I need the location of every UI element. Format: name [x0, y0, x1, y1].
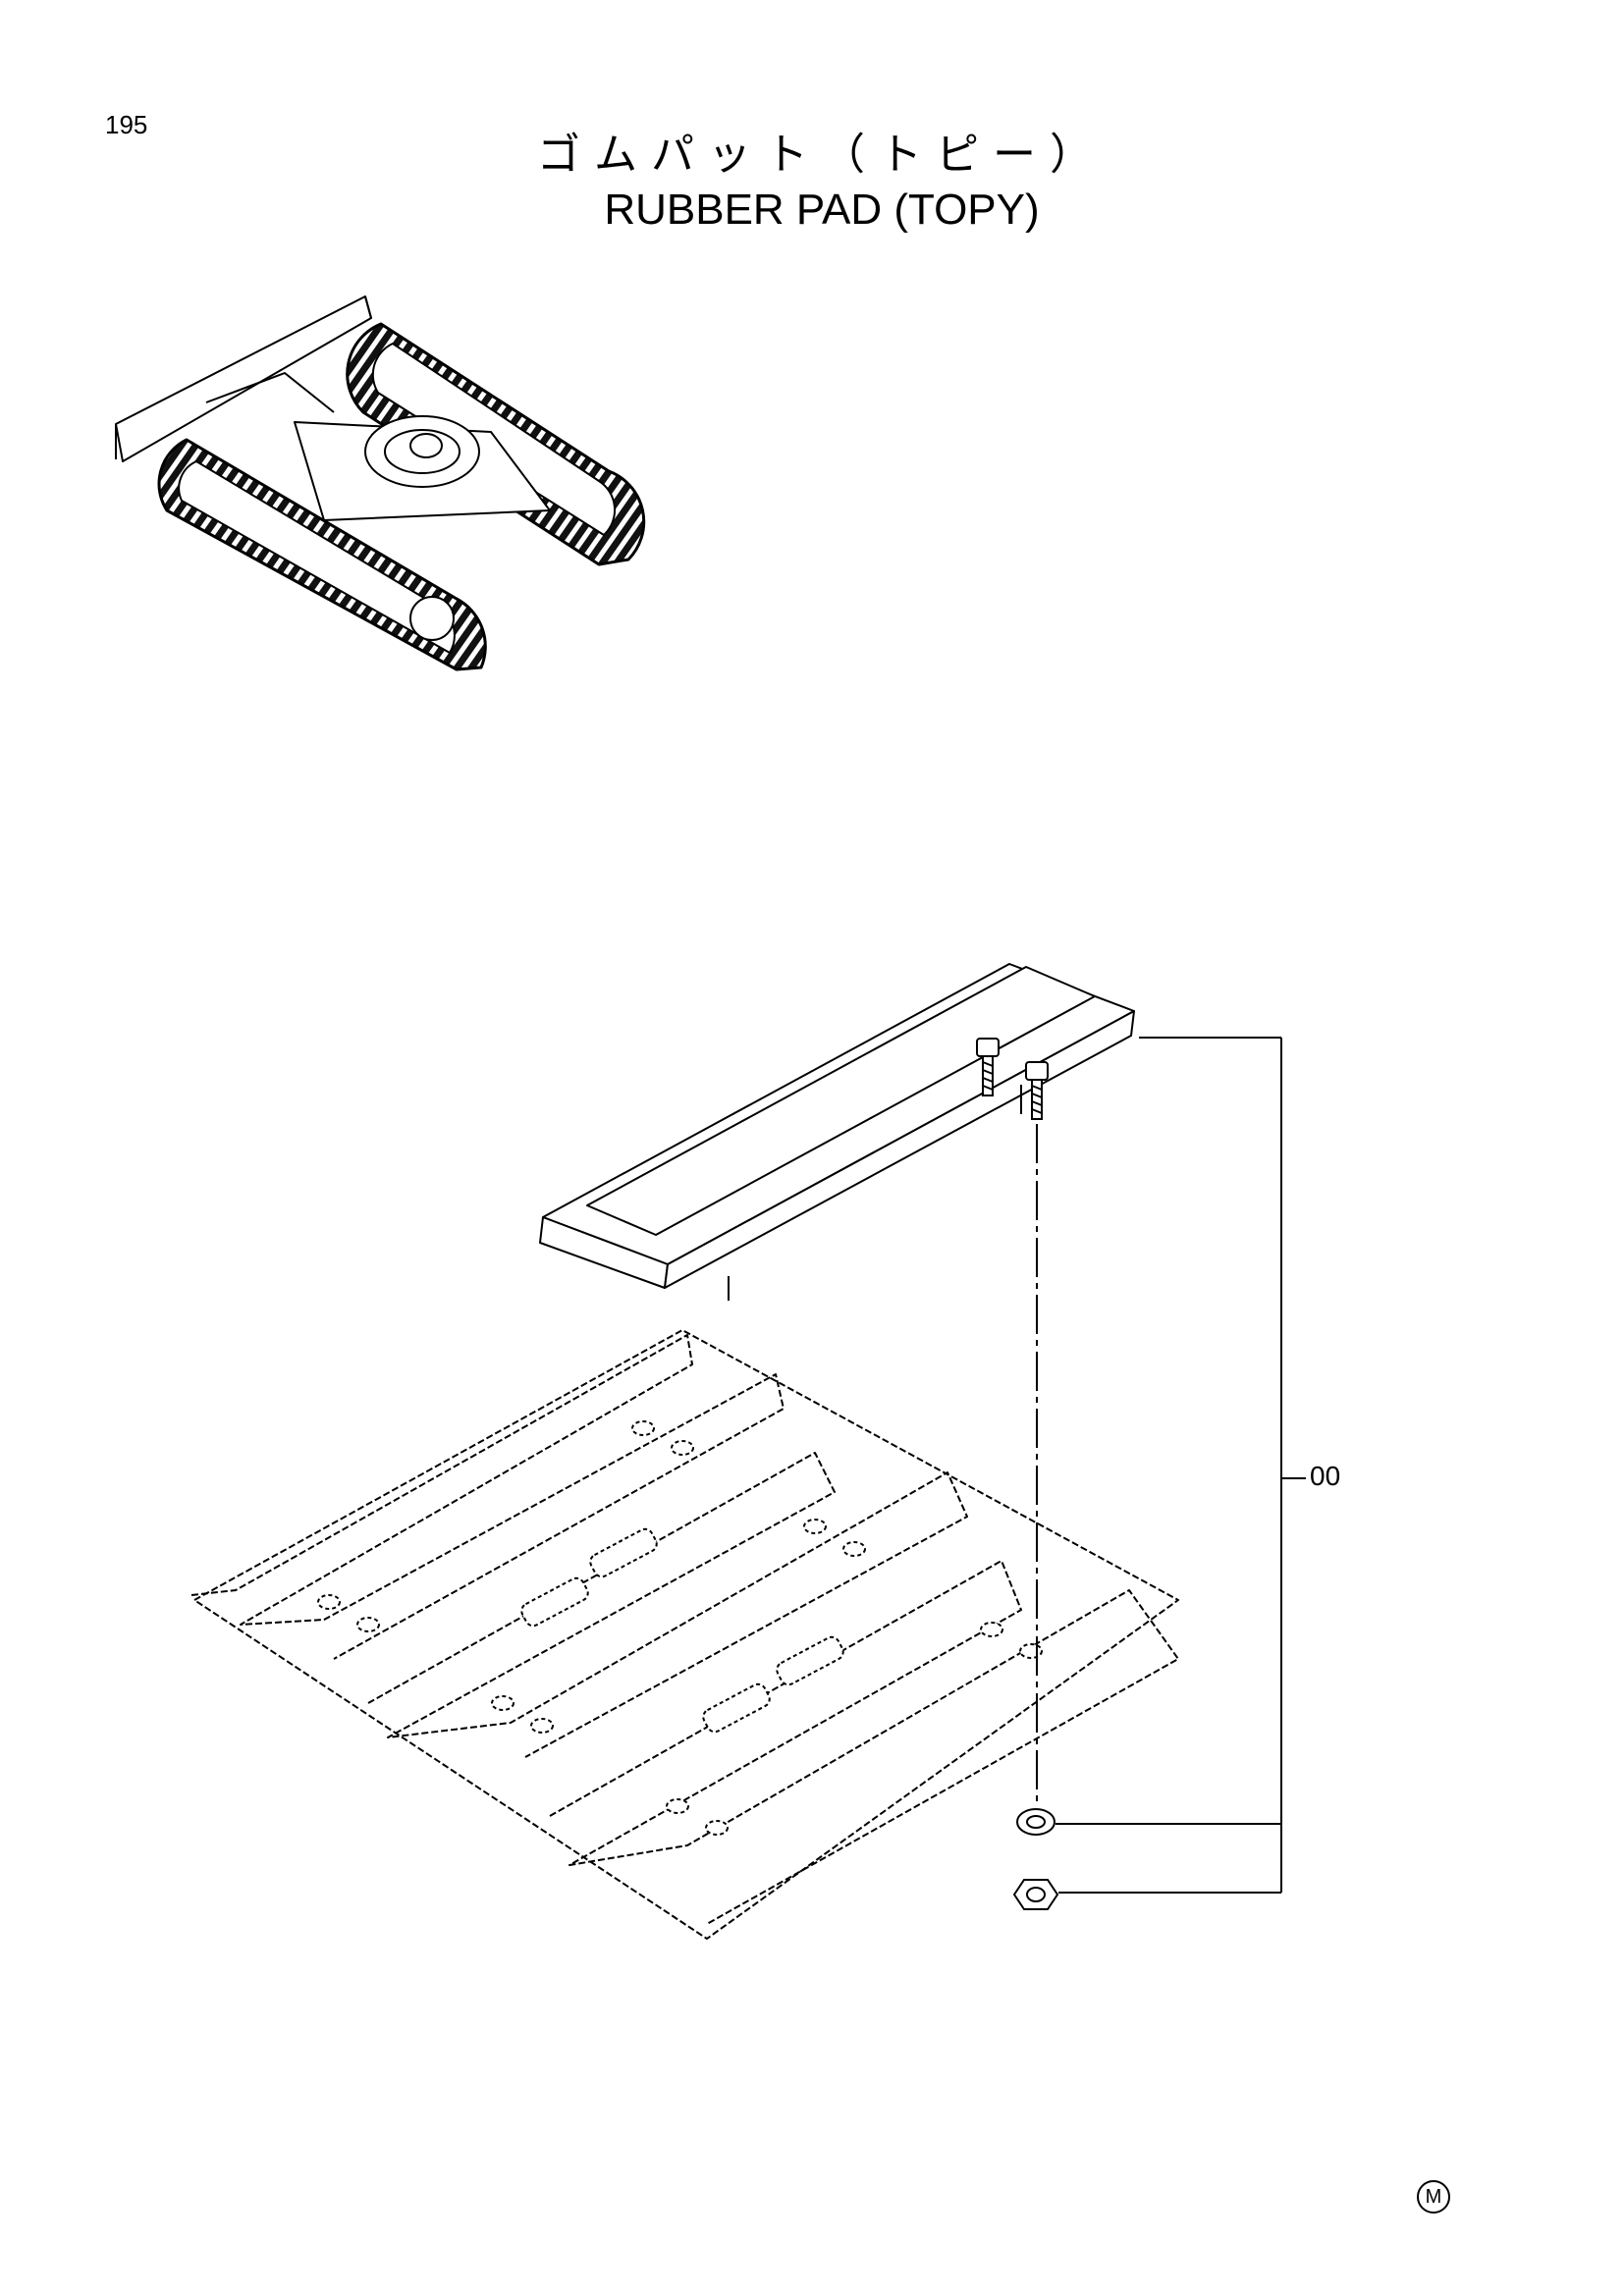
callout-bracket	[1056, 1037, 1306, 1894]
link-slot	[520, 1576, 589, 1628]
bolt-hole	[631, 1420, 655, 1436]
bolt-hole	[356, 1617, 380, 1632]
undercarriage-overview-illustration	[115, 295, 646, 671]
bolt-hole	[980, 1622, 1003, 1637]
bolt-icon	[1025, 1061, 1049, 1120]
bolt-hole	[491, 1695, 514, 1711]
track-shoe-holes	[317, 1420, 1043, 1836]
center-joint	[409, 433, 443, 458]
page-number: 195	[105, 110, 148, 139]
bolts	[976, 1038, 1049, 1120]
bolt-hole	[530, 1718, 554, 1734]
rubber-pad-side-face	[664, 1010, 1135, 1289]
callout-label: 00	[1310, 1461, 1341, 1491]
track-shoe-plate	[193, 1329, 1179, 1940]
bolt-hole	[1019, 1643, 1043, 1659]
link-slot	[776, 1635, 844, 1686]
title-japanese: ゴムパット（トピー）	[537, 130, 1107, 180]
blade-arm	[205, 372, 335, 413]
footer-mark-icon: M	[1417, 2180, 1450, 2214]
bolt-hole	[803, 1519, 827, 1534]
link-slot	[702, 1682, 771, 1734]
grouser-middle	[367, 1452, 968, 1758]
title-block: ゴムパット（トピー） RUBBER PAD (TOPY)	[0, 128, 1624, 238]
washer-icon	[1016, 1808, 1056, 1836]
bolt-hole	[666, 1798, 689, 1814]
bolt-hole	[842, 1541, 866, 1557]
bolt-hole	[317, 1594, 341, 1610]
bolt-hole	[671, 1440, 694, 1456]
bolt-hole	[705, 1820, 729, 1836]
rubber-pad	[539, 963, 1135, 1301]
rubber-pad-inner-face	[586, 966, 1096, 1236]
idler-wheel	[409, 596, 455, 641]
bolt-icon	[976, 1038, 1000, 1096]
grouser-rear	[549, 1560, 1179, 1925]
title-english: RUBBER PAD (TOPY)	[604, 186, 1040, 234]
track-shoe	[190, 1329, 1179, 1940]
blade-edge	[364, 295, 372, 319]
nut-icon	[1012, 1879, 1059, 1910]
grouser-front	[190, 1334, 785, 1660]
link-slot	[589, 1527, 658, 1578]
